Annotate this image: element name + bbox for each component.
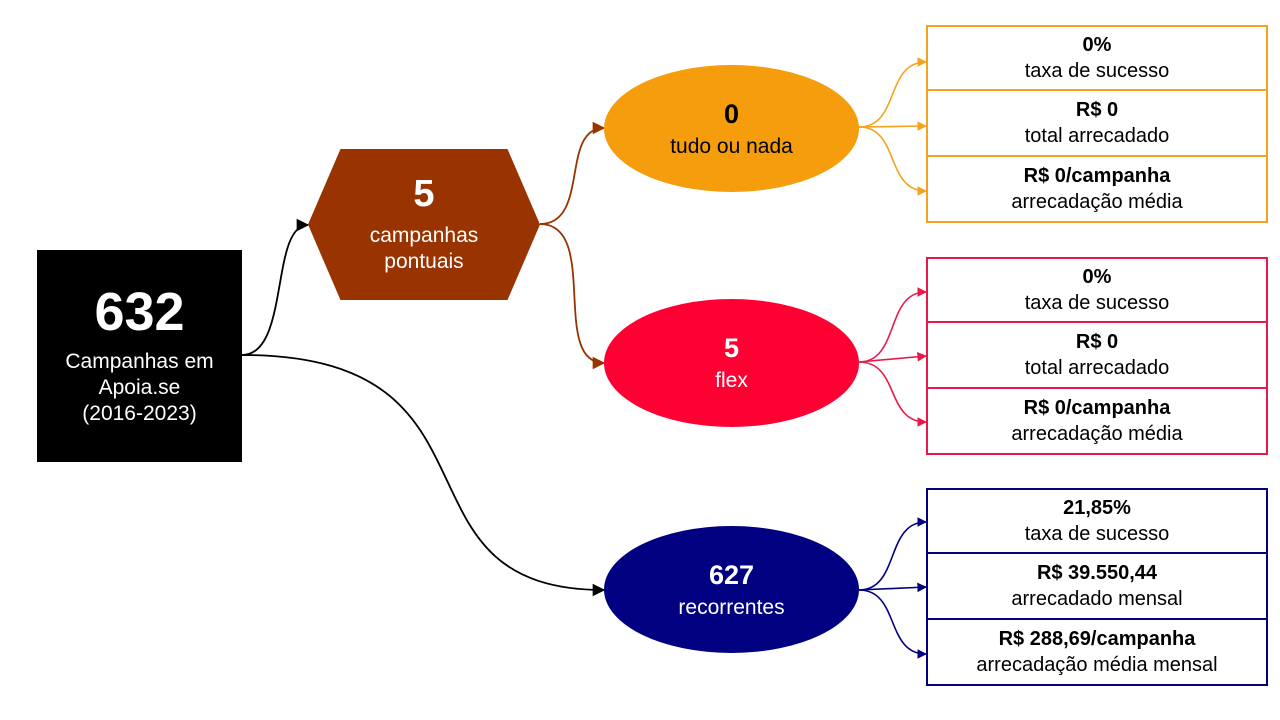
stat-desc: taxa de sucesso [1024, 523, 1170, 545]
tudo-ou-nada-label: tudo ou nada [670, 134, 793, 158]
recorrentes-label: recorrentes [678, 595, 785, 619]
stat-box: R$ 0/campanha arrecadação média [926, 389, 1268, 455]
stat-desc: total arrecadado [1024, 357, 1170, 379]
stat-desc: arrecadado mensal [1011, 588, 1183, 610]
stat-value: R$ 39.550,44 [1036, 562, 1158, 584]
stat-box: R$ 0 total arrecadado [926, 323, 1268, 389]
arrow-rec-to-stat-2 [858, 582, 927, 593]
pontuais-label: campanhas pontuais [369, 223, 479, 273]
arrow-rec-to-stat-1 [858, 517, 927, 591]
root-value: 632 [94, 282, 185, 342]
arrow-tudo-to-stat-1 [858, 57, 927, 128]
recorrentes-stats: 21,85% taxa de sucesso R$ 39.550,44 arre… [926, 488, 1268, 686]
stat-value: R$ 0/campanha [1023, 165, 1171, 187]
stat-box: 0% taxa de sucesso [926, 257, 1268, 323]
stat-value: 0% [1082, 34, 1112, 56]
pontuais-node: 5 campanhas pontuais [308, 149, 540, 300]
stat-desc: arrecadação média [1011, 191, 1183, 213]
flex-stats: 0% taxa de sucesso R$ 0 total arrecadado… [926, 257, 1268, 455]
tudo-ou-nada-node: 0 tudo ou nada [604, 65, 859, 192]
arrow-rec-to-stat-3 [858, 589, 927, 659]
stat-value: R$ 0 [1075, 99, 1119, 121]
stat-box: R$ 288,69/campanha arrecadação média men… [926, 620, 1268, 686]
arrow-tudo-to-stat-2 [858, 121, 927, 131]
flex-label: flex [715, 369, 748, 392]
arrow-pontuais-to-flex [539, 223, 606, 370]
stat-box: R$ 0/campanha arrecadação média [926, 157, 1268, 223]
tudo-ou-nada-stats: 0% taxa de sucesso R$ 0 total arrecadado… [926, 25, 1268, 223]
flex-value: 5 [723, 333, 740, 363]
pontuais-value: 5 [413, 172, 435, 215]
stat-value: 0% [1082, 266, 1112, 288]
stat-desc: arrecadação média mensal [976, 654, 1218, 676]
recorrentes-node: 627 recorrentes [604, 526, 859, 653]
stat-box: 21,85% taxa de sucesso [926, 488, 1268, 554]
arrow-root-to-pontuais [241, 218, 310, 356]
stat-box: R$ 39.550,44 arrecadado mensal [926, 554, 1268, 620]
stat-box: 0% taxa de sucesso [926, 25, 1268, 91]
arrow-tudo-to-stat-3 [858, 126, 927, 196]
stat-desc: taxa de sucesso [1024, 292, 1170, 314]
arrow-flex-to-stat-2 [858, 351, 927, 363]
stat-desc: total arrecadado [1024, 125, 1170, 147]
tudo-ou-nada-value: 0 [723, 98, 740, 129]
recorrentes-value: 627 [708, 559, 755, 590]
stat-desc: taxa de sucesso [1024, 60, 1170, 82]
stat-value: 21,85% [1063, 497, 1131, 519]
flex-node: 5 flex [604, 299, 859, 427]
root-label: Campanhas em Apoia.se (2016-2023) [65, 350, 214, 425]
arrow-flex-to-stat-3 [858, 361, 927, 427]
arrow-pontuais-to-tudo-ou-nada [539, 121, 606, 225]
root-node-total-campaigns: 632 Campanhas em Apoia.se (2016-2023) [37, 250, 242, 462]
stat-value: R$ 0/campanha [1023, 397, 1171, 419]
arrow-root-to-recorrentes [241, 354, 606, 597]
stat-value: R$ 288,69/campanha [998, 628, 1196, 650]
stat-box: R$ 0 total arrecadado [926, 91, 1268, 157]
arrow-flex-to-stat-1 [858, 287, 927, 363]
stat-value: R$ 0 [1075, 331, 1119, 353]
stat-desc: arrecadação média [1011, 423, 1183, 445]
